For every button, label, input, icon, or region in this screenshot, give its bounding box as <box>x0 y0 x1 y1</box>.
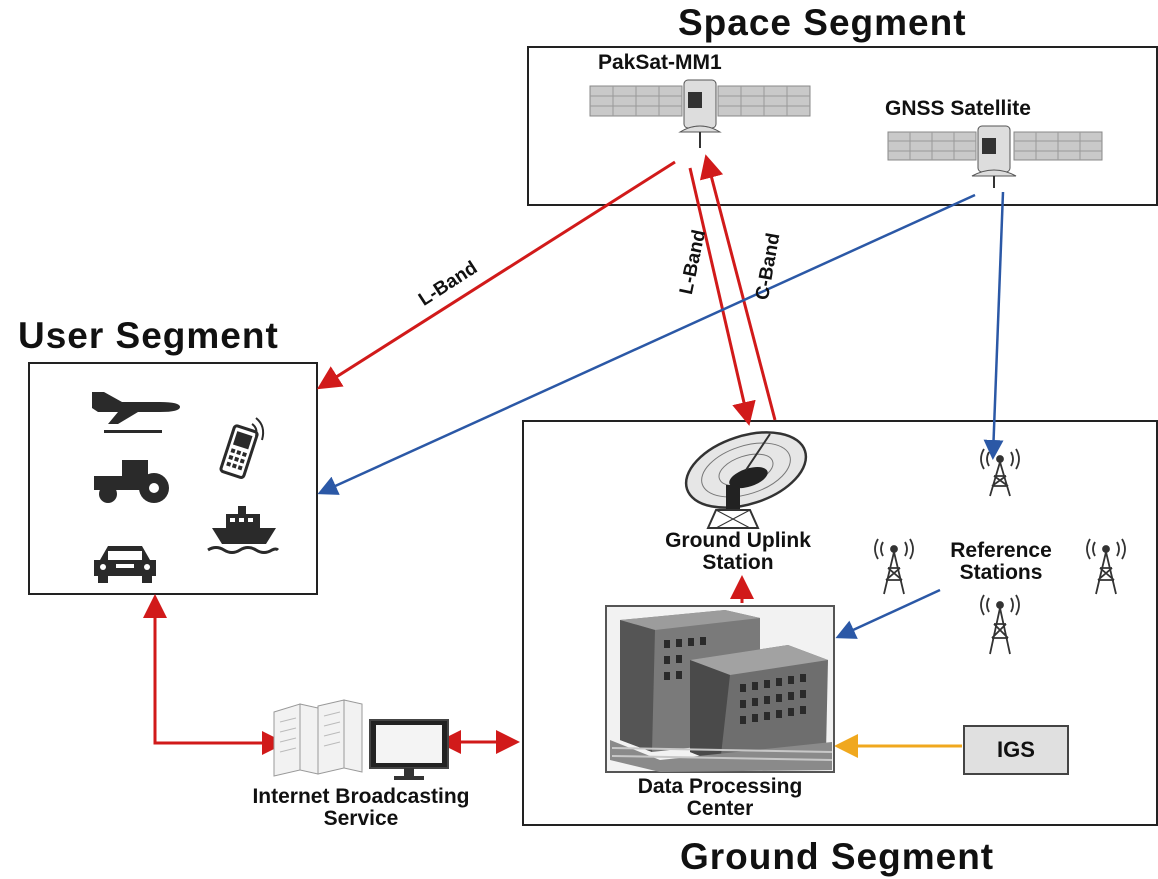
gnss-reference-link <box>983 191 1005 460</box>
igs-label: IGS <box>997 737 1035 762</box>
paksat-label: PakSat-MM1 <box>598 51 722 74</box>
internet-line1: Internet Broadcasting <box>252 785 470 808</box>
gnss-user-link <box>317 193 976 495</box>
data-processing-center-label: Data Processing Center <box>605 776 835 820</box>
internet-user-link <box>143 594 286 755</box>
space-segment-box <box>527 46 1158 206</box>
internet-line2: Service <box>323 807 399 830</box>
dpc-line1: Data Processing <box>637 775 803 798</box>
user-segment-title: User Segment <box>18 315 279 356</box>
dpc-line2: Center <box>686 797 754 820</box>
igs-box: IGS <box>963 725 1069 775</box>
space-segment-title: Space Segment <box>678 2 967 43</box>
l-band-user-link <box>316 160 676 390</box>
reference-stations-label: Reference Stations <box>922 540 1080 584</box>
gnss-label: GNSS Satellite <box>885 97 1031 120</box>
ground-segment-title: Ground Segment <box>680 836 995 877</box>
ground-uplink-label: Ground Uplink Station <box>628 530 848 574</box>
ground-uplink-line1: Ground Uplink <box>665 529 811 552</box>
l-band-downlink <box>688 167 756 426</box>
reference-line2: Stations <box>959 561 1043 584</box>
reference-line1: Reference <box>950 539 1052 562</box>
ground-uplink-line2: Station <box>702 551 774 574</box>
c-band-uplink <box>699 154 777 421</box>
user-segment-box <box>28 362 318 595</box>
internet-broadcasting-label: Internet Broadcasting Service <box>200 786 522 830</box>
reference-dpc-link <box>835 588 941 639</box>
